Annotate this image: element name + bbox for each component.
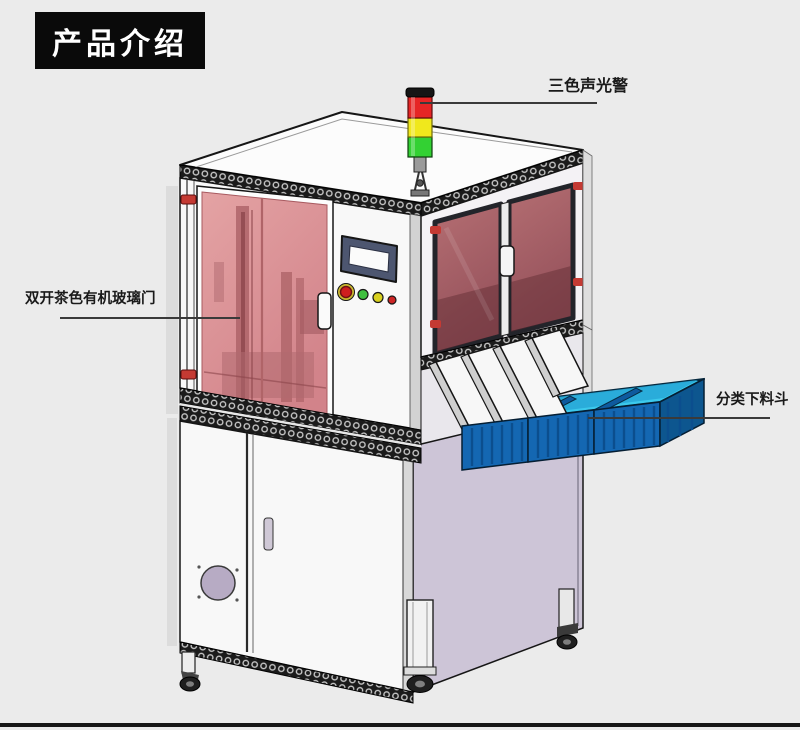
- page-title-banner: 产品介绍: [35, 12, 205, 69]
- corner-pillar-upper: [409, 213, 422, 431]
- page-title: 产品介绍: [52, 27, 188, 61]
- window-hinge: [430, 226, 441, 234]
- caster-hub: [415, 680, 425, 688]
- control-panel: [337, 213, 422, 431]
- window-handle: [499, 245, 515, 277]
- window-reflection: [437, 284, 499, 352]
- emergency-stop-button: [339, 285, 353, 299]
- red-button: [387, 295, 397, 305]
- vent-hole: [200, 565, 236, 601]
- rear-frame-shadow: [167, 418, 177, 646]
- leader-line-hopper: [588, 417, 770, 419]
- vent-bolt: [235, 598, 239, 602]
- window-hinge: [573, 182, 584, 190]
- tower-mount: [413, 156, 427, 173]
- tower-base-plate: [410, 189, 430, 197]
- yellow-button: [372, 291, 384, 304]
- caster-hub: [563, 639, 571, 645]
- window-hinge: [573, 278, 584, 286]
- caster-plate: [403, 666, 437, 676]
- window-reflection: [511, 266, 571, 332]
- rear-frame-shadow: [166, 186, 178, 414]
- internal-machinery: [203, 206, 327, 406]
- vent-bolt: [197, 595, 201, 599]
- leader-line-door: [60, 317, 240, 319]
- vent-bolt: [235, 568, 239, 572]
- leg: [406, 599, 434, 671]
- discharge-chute: [530, 329, 590, 395]
- lower-cabinet: [179, 420, 414, 704]
- callout-alarm-label: 三色声光警: [548, 78, 629, 95]
- door-handle: [317, 292, 332, 330]
- mid-band-gap: [180, 403, 421, 448]
- caster-bracket: [557, 623, 578, 637]
- sorting-bins: [461, 377, 705, 471]
- leg: [181, 651, 196, 674]
- door-hinge: [180, 194, 197, 205]
- tower-light: [405, 87, 435, 197]
- callout-door-label: 双开茶色有机玻璃门: [25, 291, 156, 307]
- tower-highlight: [411, 97, 415, 156]
- window-hinge: [430, 320, 441, 328]
- leader-line-alarm: [420, 102, 597, 104]
- door-hinge: [180, 369, 197, 380]
- tower-joint: [416, 179, 424, 187]
- rear-column: [582, 149, 593, 331]
- legs-and-casters: [179, 588, 578, 693]
- vent-bolt: [197, 565, 201, 569]
- leg: [558, 588, 575, 630]
- right-face: [420, 149, 593, 413]
- roof-trim: [189, 118, 573, 170]
- caster-hub: [186, 681, 194, 687]
- cabinet-door-handle: [263, 517, 274, 551]
- front-glass-door: [180, 185, 334, 425]
- hmi-screen: [348, 245, 390, 273]
- green-button: [357, 288, 369, 301]
- callout-hopper-label: 分类下料斗: [716, 392, 789, 408]
- bottom-divider-rule: [0, 723, 800, 727]
- mid-band-lower: [179, 405, 422, 464]
- tower-cap: [405, 87, 435, 98]
- window-glare: [443, 226, 495, 322]
- bottom-band: [179, 641, 414, 704]
